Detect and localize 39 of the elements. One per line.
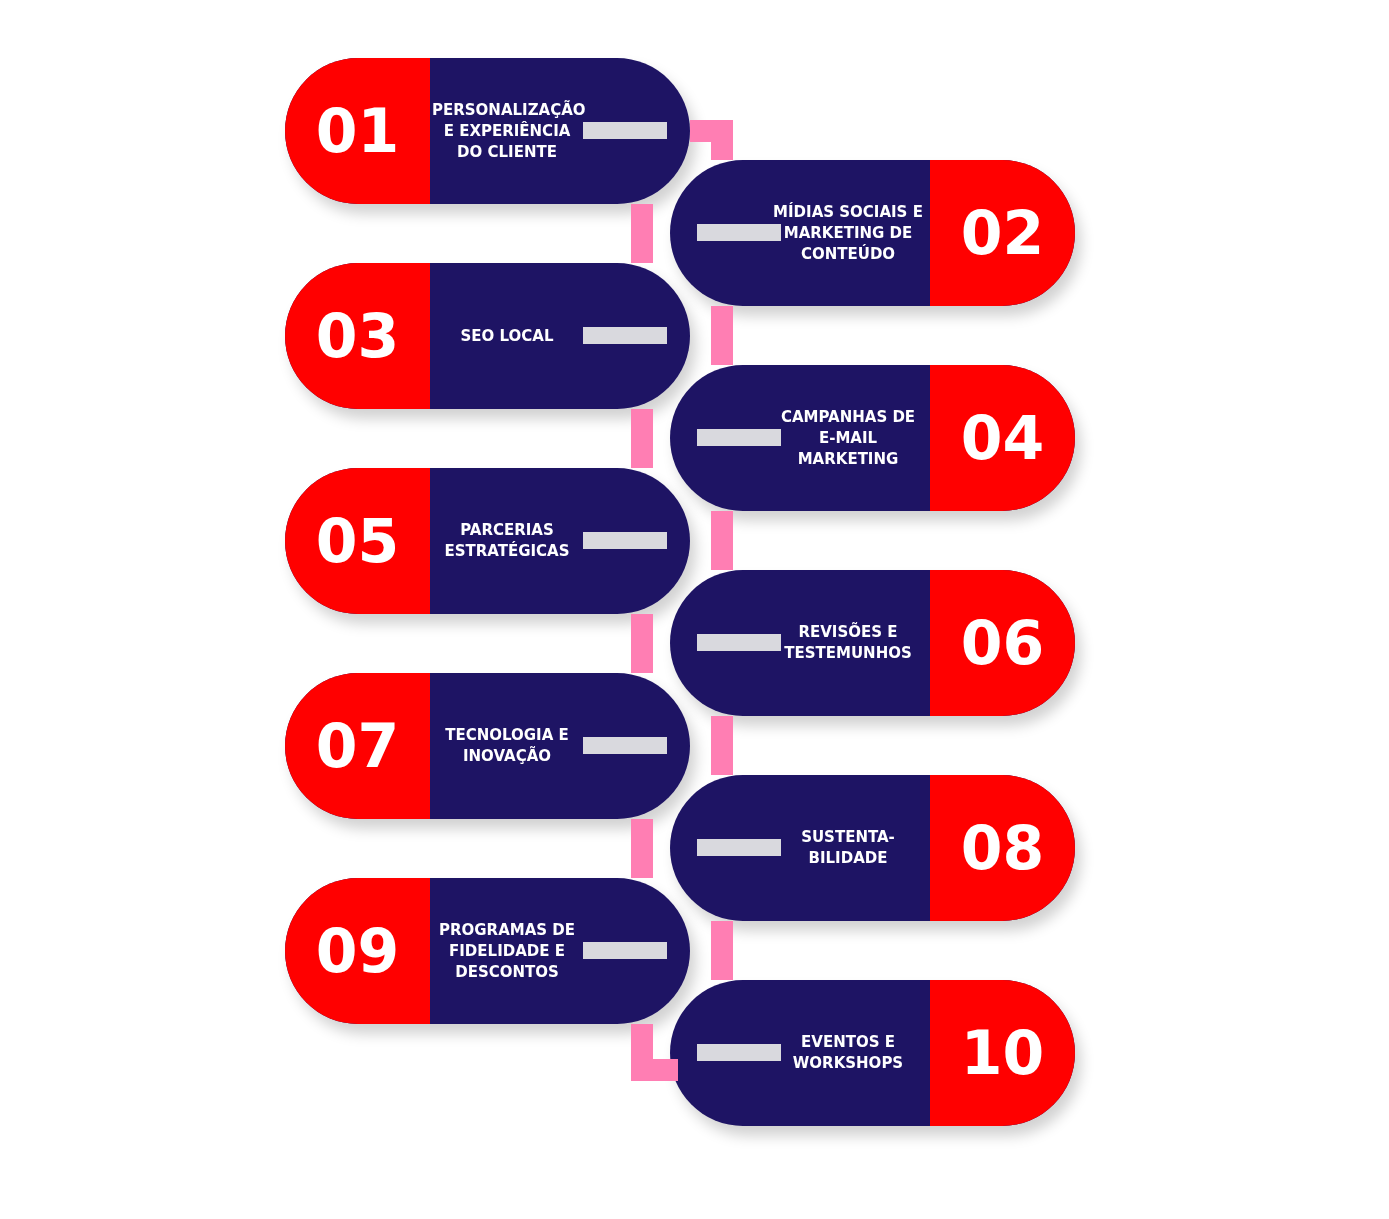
step-title: CAMPANHAS DE E-MAIL MARKETING bbox=[779, 406, 917, 470]
step-number: 08 bbox=[930, 775, 1075, 921]
step-number: 04 bbox=[930, 365, 1075, 511]
step-card bbox=[285, 673, 690, 819]
tube-connector bbox=[711, 511, 733, 570]
step-number: 09 bbox=[285, 878, 430, 1024]
tube-connector bbox=[631, 819, 653, 878]
step-number: 05 bbox=[285, 468, 430, 614]
step-card bbox=[670, 570, 1075, 716]
step-number: 10 bbox=[930, 980, 1075, 1126]
step-title: EVENTOS E WORKSHOPS bbox=[791, 1032, 905, 1074]
step-title: REVISÕES E TESTEMUNHOS bbox=[783, 622, 913, 664]
tube-connector bbox=[711, 921, 733, 980]
step-title: PARCERIAS ESTRATÉGICAS bbox=[443, 520, 571, 562]
step-number: 03 bbox=[285, 263, 430, 409]
tube-connector bbox=[631, 204, 653, 263]
tube-connector bbox=[631, 1024, 678, 1081]
step-card bbox=[285, 58, 690, 204]
step-number: 06 bbox=[930, 570, 1075, 716]
step-title: TECNOLOGIA E INOVAÇÃO bbox=[444, 725, 570, 767]
step-title: SUSTENTA- BILIDADE bbox=[800, 827, 896, 869]
step-title: MÍDIAS SOCIAIS E MARKETING DE CONTEÚDO bbox=[773, 201, 923, 265]
step-title: PROGRAMAS DE FIDELIDADE E DESCONTOS bbox=[438, 919, 576, 983]
step-card bbox=[285, 878, 690, 1024]
step-card bbox=[670, 160, 1075, 306]
step-number: 01 bbox=[285, 58, 430, 204]
tube-connector bbox=[631, 409, 653, 468]
step-card bbox=[670, 775, 1075, 921]
step-card bbox=[285, 263, 690, 409]
tube-connector bbox=[711, 716, 733, 775]
tube-connector bbox=[690, 120, 733, 160]
step-card bbox=[670, 980, 1075, 1126]
step-card bbox=[285, 468, 690, 614]
step-number: 07 bbox=[285, 673, 430, 819]
step-card bbox=[670, 365, 1075, 511]
tube-connector bbox=[711, 306, 733, 365]
step-title: SEO LOCAL bbox=[459, 325, 555, 347]
tube-connector bbox=[631, 614, 653, 673]
step-number: 02 bbox=[930, 160, 1075, 306]
